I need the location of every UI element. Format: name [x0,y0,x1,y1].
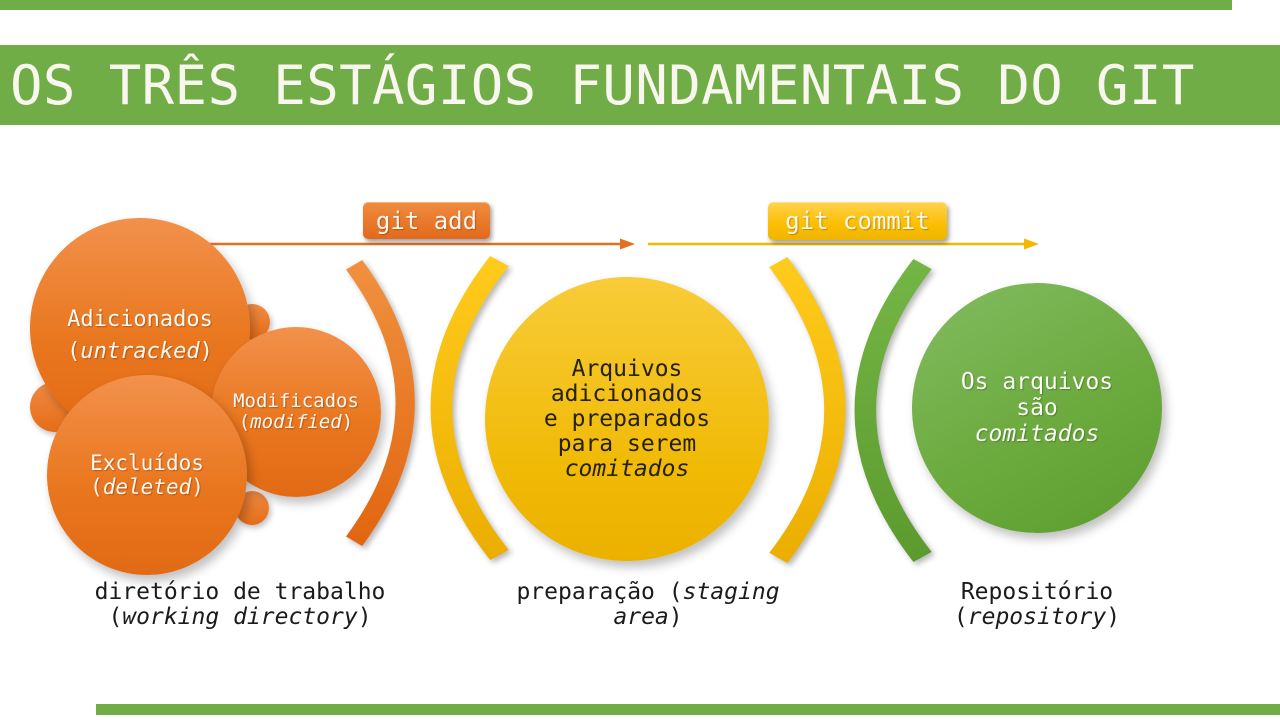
git-add-label: git add [375,206,478,235]
working-directory-caption-line2: (working directory) [108,604,372,630]
repository-line-1: Os arquivos [960,369,1114,395]
green-open-paren-arc [854,259,932,562]
git-commit-arrow [648,238,1039,250]
repository-caption-line2: (repository) [953,604,1121,630]
repository-line-2: são [1016,395,1058,421]
untracked-title: Adicionados [67,307,213,332]
repository-caption: Repositório (repository) [867,580,1207,630]
staging-line-1: Arquivos [571,355,683,382]
orange-close-paren-arc [345,260,415,546]
working-directory-caption-line1: diretório de trabalho [94,579,386,605]
deleted-circle: Excluídos (deleted) [47,375,247,575]
staging-line-5: comitados [564,455,690,482]
bottom-accent-bar [96,704,1280,715]
git-commit-button[interactable]: git commit [768,202,947,240]
working-directory-caption: diretório de trabalho (working directory… [70,580,410,630]
modified-term: (modified) [238,411,354,433]
git-commit-label: git commit [785,207,930,235]
modified-title: Modificados [233,390,359,412]
staging-caption-line1: preparação (staging [516,579,780,605]
git-add-button[interactable]: git add [363,202,490,239]
git-add-arrow [208,238,635,250]
deleted-title: Excluídos [90,451,204,475]
repository-caption-line1: Repositório [960,579,1114,605]
deleted-term: (deleted) [90,475,204,499]
repository-line-3: comitados [974,421,1100,447]
yellow-open-paren-arc [430,256,509,560]
repository-circle: Os arquivos são comitados [912,283,1162,533]
title-band: OS TRÊS ESTÁGIOS FUNDAMENTAIS DO GIT [0,45,1280,125]
staging-line-2: adicionados [550,380,704,407]
untracked-term: (untracked) [67,339,213,364]
yellow-close-paren-arc [769,257,846,563]
staging-caption-line2: area) [613,604,683,630]
staging-line-4: para serem [557,430,697,457]
staging-circle: Arquivos adicionados e preparados para s… [485,277,769,561]
staging-caption: preparação (staging area) [478,580,818,630]
top-accent-bar [0,0,1232,10]
slide-title: OS TRÊS ESTÁGIOS FUNDAMENTAIS DO GIT [10,53,1195,117]
staging-line-3: e preparados [543,405,711,432]
